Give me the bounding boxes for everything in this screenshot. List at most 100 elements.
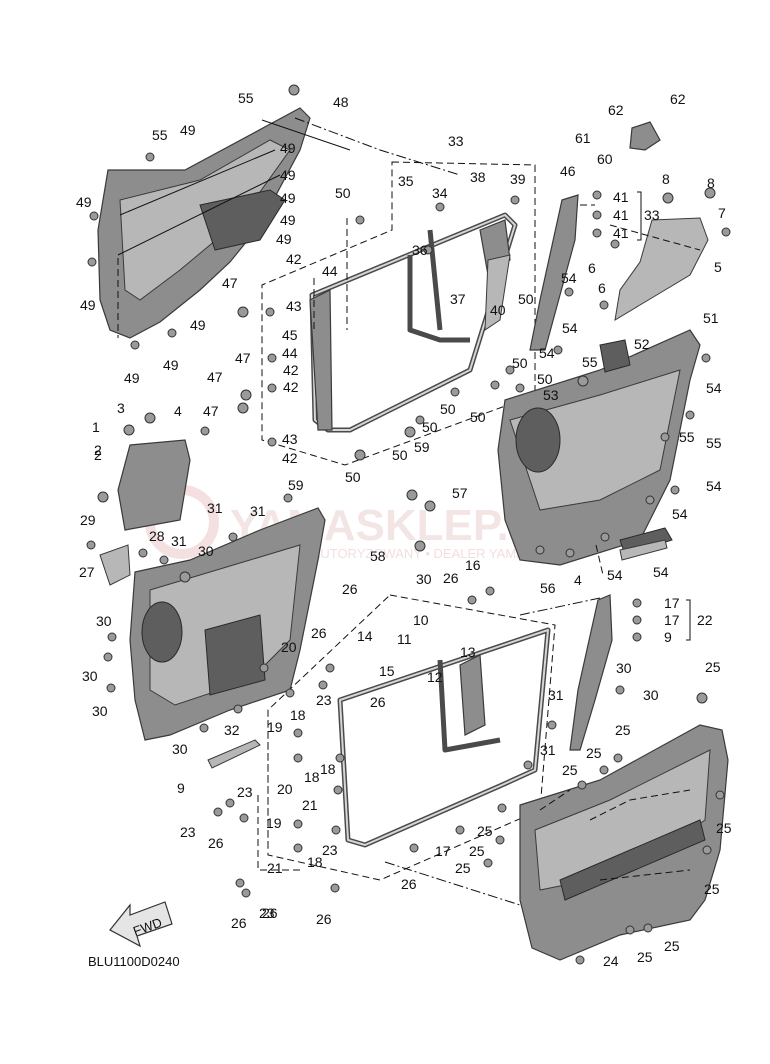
- callout-label: 30: [416, 571, 432, 587]
- callout-label: 11: [397, 631, 412, 647]
- callout-label: 46: [560, 163, 576, 179]
- callout-label: 42: [282, 450, 298, 466]
- callout-label: 18: [290, 707, 306, 723]
- callout-label: 5: [714, 259, 722, 275]
- callout-label: 54: [706, 478, 722, 494]
- callout-label: 18: [307, 854, 323, 870]
- callout-label: 54: [706, 380, 722, 396]
- callout-label: 33: [448, 133, 464, 149]
- callout-label: 27: [79, 564, 95, 580]
- callout-label: 6: [588, 260, 596, 276]
- callout-label: 56: [540, 580, 556, 596]
- callout-label: 25: [477, 823, 493, 839]
- callout-label: 50: [537, 371, 553, 387]
- callout-label: 49: [76, 194, 92, 210]
- callout-label: 30: [172, 741, 188, 757]
- callout-label: 52: [634, 336, 650, 352]
- callout-label: 7: [718, 205, 726, 221]
- callout-label: 48: [333, 94, 349, 110]
- callout-label: 50: [345, 469, 361, 485]
- callout-label: 26: [342, 581, 358, 597]
- callout-label: 24: [603, 953, 619, 969]
- callout-label: 28: [149, 528, 165, 544]
- left-small-bracket-parts: [99, 439, 191, 586]
- callout-label: 26: [231, 915, 247, 931]
- callout-label: 25: [705, 659, 721, 675]
- callout-label: 50: [518, 291, 534, 307]
- callout-label: 49: [190, 317, 206, 333]
- callout-label: 13: [460, 644, 476, 660]
- callout-label: 25: [455, 860, 471, 876]
- callout-label: 34: [432, 185, 448, 201]
- fastener-hardware: [86, 84, 731, 965]
- callout-label: 55: [152, 127, 168, 143]
- callout-label: 26: [443, 570, 459, 586]
- callout-label: 16: [465, 557, 481, 573]
- callout-label: 23: [237, 784, 253, 800]
- callout-label: 20: [277, 781, 293, 797]
- callout-label: 32: [224, 722, 240, 738]
- callout-label: 31: [171, 533, 187, 549]
- callout-label: 30: [82, 668, 98, 684]
- callout-label: 59: [414, 439, 430, 455]
- callout-label: 59: [288, 477, 304, 493]
- upper-door-frame-assembly: [261, 161, 536, 466]
- callout-label: 54: [672, 506, 688, 522]
- callout-label: 45: [282, 327, 298, 343]
- callout-label: 10: [413, 612, 429, 628]
- callout-label: 54: [653, 564, 669, 580]
- callout-label: 47: [203, 403, 219, 419]
- callout-label: 41: [613, 225, 629, 241]
- callout-label: 26: [262, 905, 278, 921]
- callout-label: 50: [512, 355, 528, 371]
- callout-label: 49: [280, 212, 296, 228]
- callout-label: 50: [422, 419, 438, 435]
- callout-label: 49: [280, 167, 296, 183]
- callout-label: 43: [282, 431, 298, 447]
- callout-label: 2: [94, 447, 102, 463]
- callout-label: 49: [180, 122, 196, 138]
- callout-label: 23: [259, 905, 275, 921]
- callout-label: 26: [208, 835, 224, 851]
- leader-lines: [117, 119, 701, 881]
- callout-label: 18: [304, 769, 320, 785]
- callout-label: 44: [322, 263, 338, 279]
- callout-label: 62: [608, 102, 624, 118]
- callout-label: 23: [180, 824, 196, 840]
- callout-label: 26: [370, 694, 386, 710]
- callout-label: 23: [322, 842, 338, 858]
- callout-label: 54: [539, 345, 555, 361]
- group-bracket: [637, 191, 642, 241]
- callout-label: 47: [235, 350, 251, 366]
- callout-label: 44: [282, 345, 298, 361]
- callout-label: 50: [470, 409, 486, 425]
- callout-label: 49: [276, 231, 292, 247]
- callout-label: 30: [96, 613, 112, 629]
- callout-label: 35: [398, 173, 414, 189]
- callout-label: 25: [664, 938, 680, 954]
- callout-label: 30: [643, 687, 659, 703]
- callout-label: 50: [335, 185, 351, 201]
- lower-left-door-trim-panel: [129, 507, 326, 741]
- callout-label: 30: [616, 660, 632, 676]
- callout-label: 31: [548, 687, 564, 703]
- callout-label: 26: [316, 911, 332, 927]
- callout-label: 42: [283, 379, 299, 395]
- callout-label: 36: [412, 242, 428, 258]
- callout-label: 12: [427, 669, 443, 685]
- callout-label: 49: [280, 190, 296, 206]
- callout-label: 55: [582, 354, 598, 370]
- callout-label: 54: [607, 567, 623, 583]
- callout-label: 20: [281, 639, 297, 655]
- callout-label: 54: [562, 320, 578, 336]
- callout-label: 54: [561, 270, 577, 286]
- callout-label: 6: [598, 280, 606, 296]
- callout-label: 19: [266, 815, 282, 831]
- group-bracket: [686, 599, 691, 641]
- callout-label: 33: [644, 207, 660, 223]
- callout-label: 49: [280, 140, 296, 156]
- callout-label: 55: [706, 435, 722, 451]
- callout-label: 25: [586, 745, 602, 761]
